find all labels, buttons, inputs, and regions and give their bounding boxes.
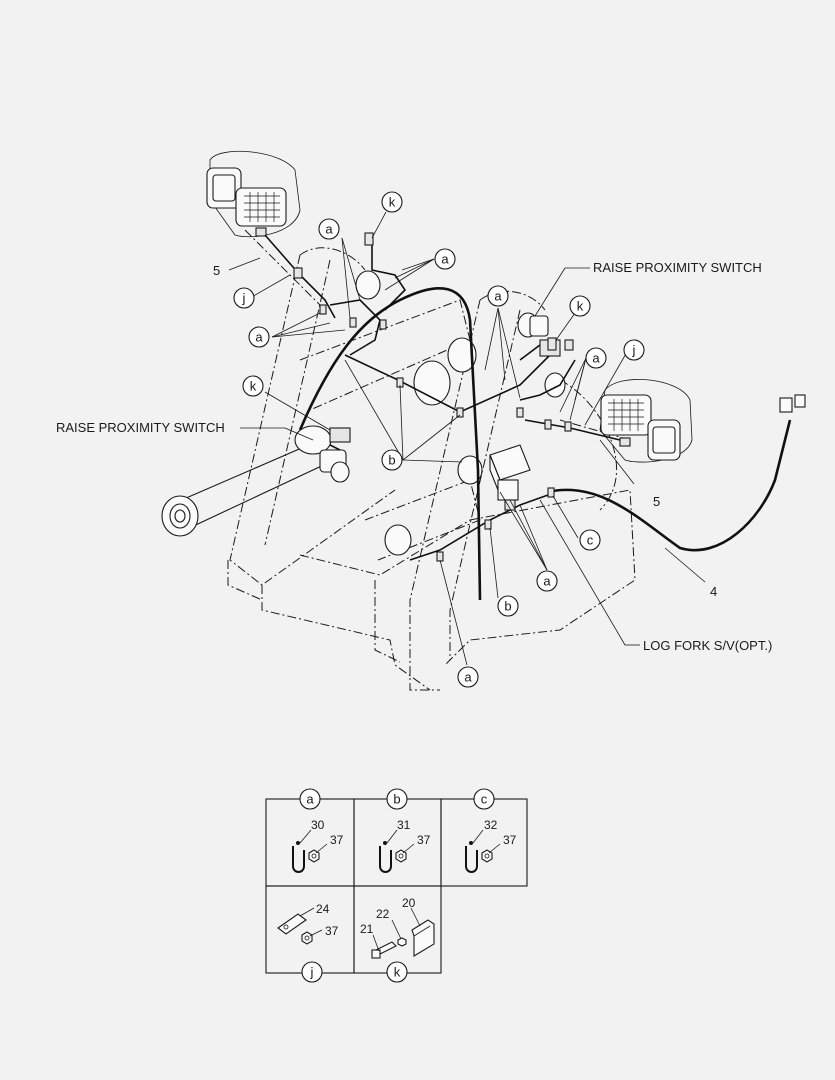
label-raise-switch-left: RAISE PROXIMITY SWITCH bbox=[56, 420, 225, 435]
detail-table: a 30 37 b 31 37 c bbox=[265, 788, 528, 983]
detail-cell-b: b 31 37 bbox=[379, 788, 431, 873]
label-item-5-right: 5 bbox=[653, 494, 660, 509]
svg-text:31: 31 bbox=[397, 818, 411, 832]
callout-k-1: k bbox=[381, 191, 403, 213]
callout-j-2: j bbox=[623, 339, 645, 361]
svg-text:c: c bbox=[481, 792, 488, 807]
callout-b-2: b bbox=[497, 595, 519, 617]
svg-text:a: a bbox=[543, 574, 551, 589]
leader-lines bbox=[228, 211, 706, 666]
svg-text:a: a bbox=[306, 792, 314, 807]
callout-a-7: a bbox=[457, 666, 479, 688]
svg-text:24: 24 bbox=[316, 902, 330, 916]
svg-text:37: 37 bbox=[503, 833, 517, 847]
label-raise-switch-right: RAISE PROXIMITY SWITCH bbox=[593, 260, 762, 275]
relay-box bbox=[489, 444, 531, 511]
callout-b-1: b bbox=[381, 449, 403, 471]
svg-text:a: a bbox=[494, 289, 502, 304]
svg-text:32: 32 bbox=[484, 818, 498, 832]
svg-text:a: a bbox=[441, 252, 449, 267]
svg-text:c: c bbox=[587, 533, 594, 548]
callout-a-6: a bbox=[536, 570, 558, 592]
svg-text:a: a bbox=[255, 330, 263, 345]
svg-text:30: 30 bbox=[311, 818, 325, 832]
svg-text:b: b bbox=[393, 792, 400, 807]
svg-text:37: 37 bbox=[325, 924, 339, 938]
harness-clamps bbox=[293, 232, 574, 562]
svg-text:k: k bbox=[394, 965, 401, 980]
callout-c-1: c bbox=[579, 529, 601, 551]
svg-text:37: 37 bbox=[330, 833, 344, 847]
svg-text:b: b bbox=[504, 599, 511, 614]
callout-a-4: a bbox=[487, 285, 509, 307]
svg-text:j: j bbox=[310, 965, 314, 980]
lift-cylinder-pivot bbox=[161, 439, 331, 537]
callout-a-1: a bbox=[318, 218, 340, 240]
callout-k-2: k bbox=[242, 375, 264, 397]
callout-a-5: a bbox=[585, 347, 607, 369]
loader-frame bbox=[227, 229, 636, 691]
svg-text:20: 20 bbox=[402, 896, 416, 910]
label-log-fork: LOG FORK S/V(OPT.) bbox=[643, 638, 772, 653]
proximity-switch-left bbox=[294, 425, 351, 483]
svg-text:b: b bbox=[388, 453, 395, 468]
detail-cell-k: k 20 22 21 bbox=[360, 896, 435, 983]
svg-text:k: k bbox=[577, 299, 584, 314]
svg-text:a: a bbox=[592, 351, 600, 366]
pivot-bosses bbox=[355, 270, 566, 556]
svg-text:k: k bbox=[389, 195, 396, 210]
svg-text:21: 21 bbox=[360, 922, 374, 936]
label-item-4: 4 bbox=[710, 584, 717, 599]
detail-cell-c: c 32 37 bbox=[465, 788, 517, 873]
detail-cell-a: a 30 37 bbox=[292, 788, 344, 873]
wire-harness bbox=[264, 234, 806, 601]
work-lamp-right bbox=[599, 379, 693, 463]
svg-text:j: j bbox=[632, 343, 636, 358]
callout-a-3: a bbox=[248, 326, 270, 348]
callout-a-2: a bbox=[434, 248, 456, 270]
svg-text:a: a bbox=[464, 670, 472, 685]
callout-j-1: j bbox=[233, 287, 255, 309]
proximity-switch-right bbox=[517, 312, 561, 357]
svg-text:k: k bbox=[250, 379, 257, 394]
svg-text:a: a bbox=[325, 222, 333, 237]
label-item-5-left: 5 bbox=[213, 263, 220, 278]
detail-cell-j: j 24 37 bbox=[277, 902, 339, 983]
work-lamp-left bbox=[206, 150, 301, 238]
svg-text:j: j bbox=[242, 291, 246, 306]
svg-text:37: 37 bbox=[417, 833, 431, 847]
svg-text:22: 22 bbox=[376, 907, 390, 921]
callout-k-3: k bbox=[569, 295, 591, 317]
